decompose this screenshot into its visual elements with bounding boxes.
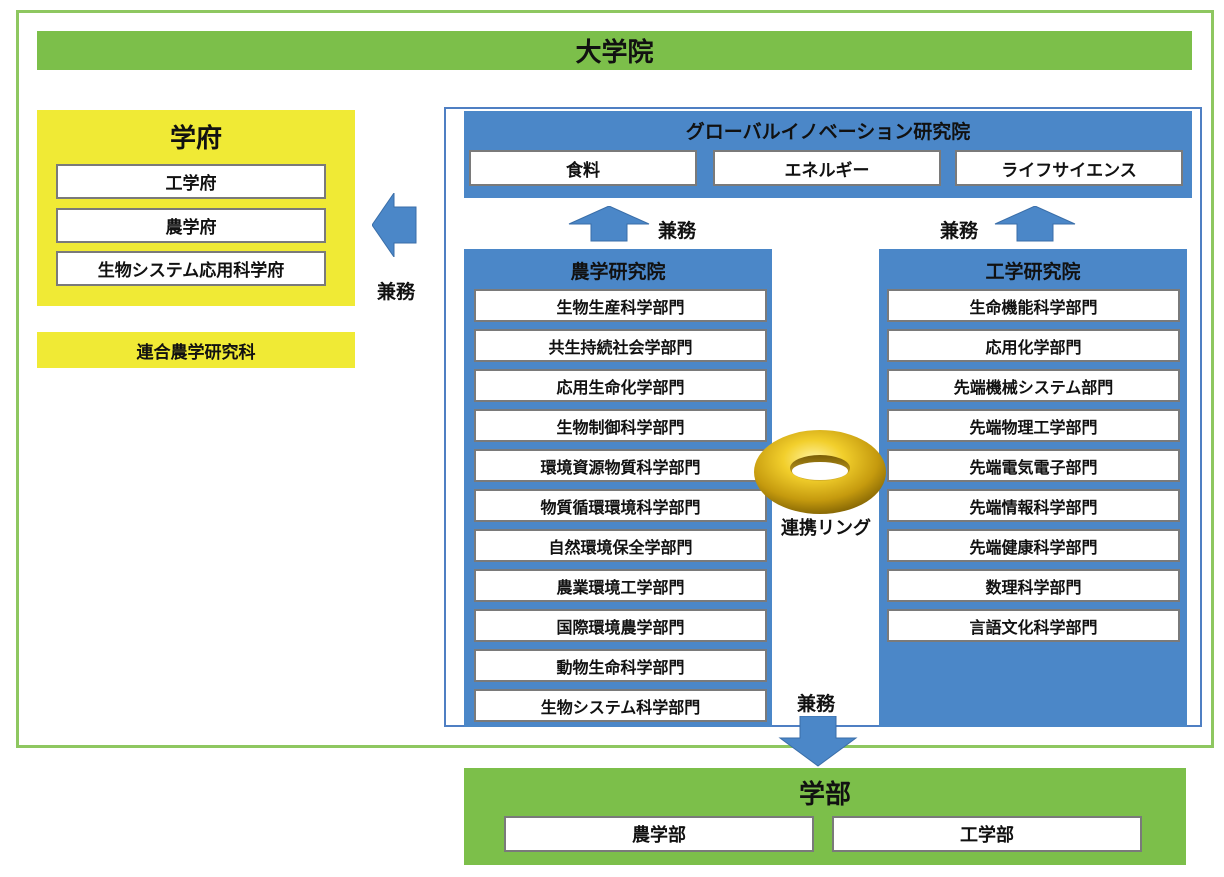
agri-dept-item: 応用生命化学部門	[474, 369, 767, 402]
eng-dept-item: 生命機能科学部門	[887, 289, 1180, 322]
agri-dept-item: 物質循環環境科学部門	[474, 489, 767, 522]
graduate-school-frame	[16, 10, 1214, 748]
kenmu-label-left: 兼務	[376, 281, 415, 303]
agri-dept-item: 生物システム科学部門	[474, 689, 767, 722]
up-arrow-icon	[994, 206, 1076, 242]
ring-label: 連携リング	[781, 518, 871, 539]
gakubu-title: 学部	[798, 780, 851, 810]
eng-dept-item: 先端電気電子部門	[887, 449, 1180, 482]
kenmu-label-agri: 兼務	[658, 220, 697, 242]
gakufu-item: 農学府	[56, 208, 326, 243]
agri-dept-item: 環境資源物質科学部門	[474, 449, 767, 482]
rengo-label: 連合農学研究科	[37, 332, 355, 368]
eng-dept-item: 言語文化科学部門	[887, 609, 1180, 642]
eng-research-title: 工学研究院	[985, 261, 1081, 283]
global-innovation-title: グローバルイノベーション研究院	[685, 121, 971, 143]
gakufu-item: 生物システム応用科学府	[56, 251, 326, 286]
global-innovation-item: ライフサイエンス	[955, 150, 1183, 186]
kenmu-label-eng: 兼務	[940, 220, 979, 242]
gakufu-panel: 学府 工学府 農学府 生物システム応用科学府	[37, 110, 355, 306]
agri-dept-item: 生物生産科学部門	[474, 289, 767, 322]
agri-dept-item: 共生持続社会学部門	[474, 329, 767, 362]
gakufu-title: 学府	[169, 124, 222, 154]
agri-dept-item: 動物生命科学部門	[474, 649, 767, 682]
down-arrow-icon	[778, 716, 858, 767]
agri-dept-item: 生物制御科学部門	[474, 409, 767, 442]
up-arrow-icon	[568, 206, 650, 242]
global-innovation-item: 食料	[469, 150, 697, 186]
gakubu-panel: 学部 農学部 工学部	[464, 768, 1186, 865]
gakubu-item: 農学部	[504, 816, 814, 852]
eng-dept-item: 数理科学部門	[887, 569, 1180, 602]
left-arrow-icon	[372, 193, 417, 257]
agri-research-panel: 農学研究院 生物生産科学部門 共生持続社会学部門 応用生命化学部門 生物制御科学…	[464, 249, 772, 727]
eng-dept-item: 先端物理工学部門	[887, 409, 1180, 442]
gakubu-item: 工学部	[832, 816, 1142, 852]
ring-icon	[754, 430, 886, 514]
agri-dept-item: 国際環境農学部門	[474, 609, 767, 642]
agri-research-title: 農学研究院	[570, 261, 666, 283]
agri-dept-item: 農業環境工学部門	[474, 569, 767, 602]
global-innovation-panel: グローバルイノベーション研究院 食料 エネルギー ライフサイエンス	[464, 111, 1192, 198]
kenmu-label-bottom: 兼務	[797, 693, 836, 715]
gakufu-item: 工学府	[56, 164, 326, 199]
eng-research-panel: 工学研究院 生命機能科学部門 応用化学部門 先端機械システム部門 先端物理工学部…	[879, 249, 1187, 727]
eng-dept-item: 先端情報科学部門	[887, 489, 1180, 522]
eng-dept-item: 先端健康科学部門	[887, 529, 1180, 562]
agri-dept-item: 自然環境保全学部門	[474, 529, 767, 562]
eng-dept-item: 先端機械システム部門	[887, 369, 1180, 402]
eng-dept-item: 応用化学部門	[887, 329, 1180, 362]
graduate-school-title: 大学院	[37, 31, 1192, 70]
global-innovation-item: エネルギー	[713, 150, 941, 186]
